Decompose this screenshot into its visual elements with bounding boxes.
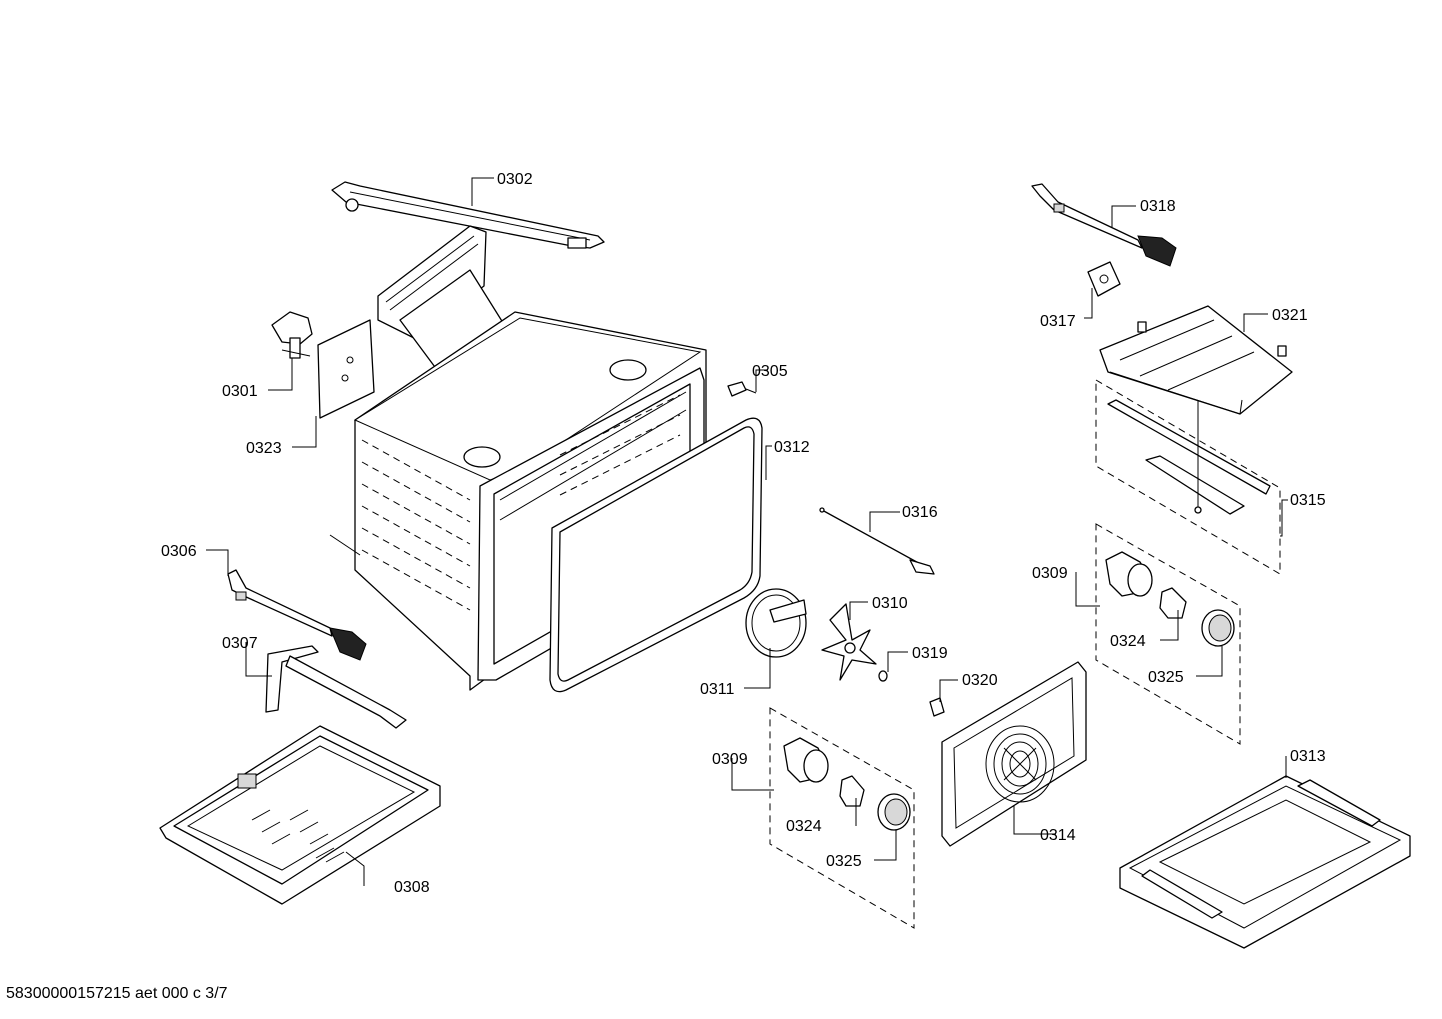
label-0308: 0308: [394, 879, 430, 896]
part-0323-plate: [317, 319, 375, 419]
label-0311: 0311: [700, 681, 735, 698]
label-0323: 0323: [246, 440, 282, 457]
part-0315-broil-element: [1095, 379, 1281, 575]
label-0312: 0312: [774, 439, 810, 456]
pan-slots: [251, 809, 345, 863]
part-0307-bracket: [265, 645, 407, 729]
part-0306-wire-harness: [227, 569, 367, 661]
part-0305-pin: [727, 381, 757, 397]
leader-lines: [206, 177, 1288, 886]
part-0313-tray: [1119, 775, 1411, 949]
label-0320: 0320: [962, 672, 998, 689]
label-0313: 0313: [1290, 748, 1326, 765]
label-0318: 0318: [1140, 198, 1176, 215]
label-0319: 0319: [912, 645, 948, 662]
part-0319-nut: [878, 670, 888, 682]
part-0308-pan: [159, 725, 441, 905]
part-0321-reflector: [1099, 305, 1293, 415]
label-0310: 0310: [872, 595, 908, 612]
label-0324-upper: 0324: [1110, 633, 1146, 650]
part-0318-wire-harness: [1031, 183, 1177, 267]
label-0307: 0307: [222, 635, 258, 652]
part-0311-convection-element: [745, 588, 807, 658]
part-0320-sleeve: [929, 697, 945, 717]
part-0317-small-plate: [1087, 261, 1121, 297]
label-0324-lower: 0324: [786, 818, 822, 835]
label-0314: 0314: [1040, 827, 1076, 844]
light-assembly-lower: [769, 707, 915, 929]
light-assembly-upper: [1095, 523, 1241, 745]
label-0325-lower: 0325: [826, 853, 862, 870]
part-labels: 0302 0301 0323 0305 0312 0306 0307 0308 …: [161, 171, 1326, 896]
label-0305: 0305: [752, 363, 788, 380]
part-0312-door-seal: [549, 417, 763, 693]
label-0301: 0301: [222, 383, 258, 400]
label-0302: 0302: [497, 171, 533, 188]
label-0309-lower: 0309: [712, 751, 748, 768]
label-0315: 0315: [1290, 492, 1326, 509]
label-0317: 0317: [1040, 313, 1076, 330]
part-0316-probe: [819, 507, 935, 575]
part-0314-rear-panel: [941, 661, 1087, 847]
part-0301-thermostat: [271, 311, 313, 359]
part-0302-top-rail: [331, 181, 605, 249]
label-0306: 0306: [161, 543, 197, 560]
label-0325-upper: 0325: [1148, 669, 1184, 686]
document-footer: 58300000157215 aet 000 c 3/7: [6, 985, 228, 1002]
label-0316: 0316: [902, 504, 938, 521]
label-0321: 0321: [1272, 307, 1308, 324]
part-0310-fan: [821, 603, 877, 681]
label-0309-upper: 0309: [1032, 565, 1068, 582]
